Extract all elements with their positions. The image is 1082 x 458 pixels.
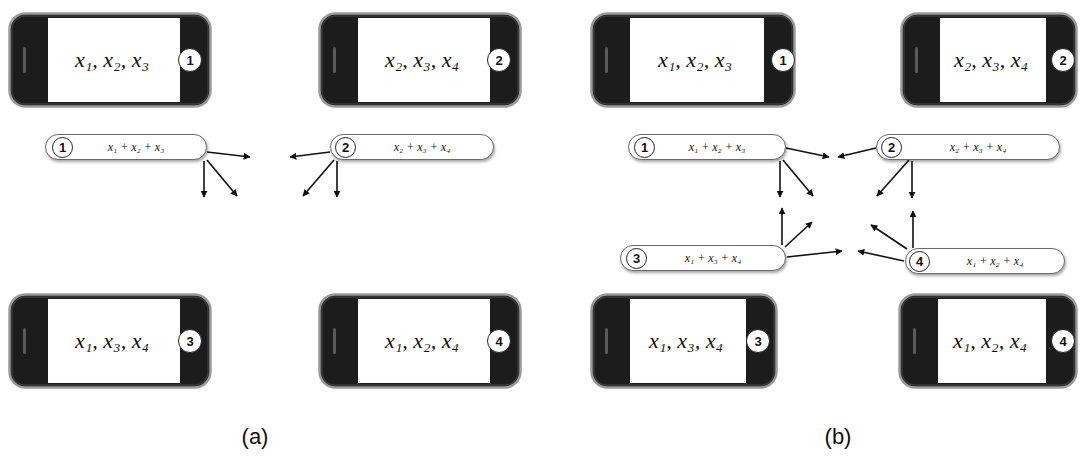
device-number: 4 [909,251,930,272]
arrow [781,208,783,245]
arrow [207,152,250,157]
coded-packet: x₁ + x₂ + x₃ [689,140,746,155]
stored-packets: x₁, x₂, x₃ [658,47,732,73]
panel-label-text: (b) [825,424,852,449]
number-label: 2 [342,140,349,155]
arrow [912,211,914,248]
device-number: 3 [626,248,647,269]
coded-packet: x₂ + x₃ + x₄ [394,140,451,155]
number-label: 1 [641,140,648,155]
number-label: 2 [1059,53,1066,68]
arrow [290,152,330,157]
phone: 3 x₁, x₃, x₄ [8,293,212,389]
arrow [911,161,913,198]
arrow [787,251,842,257]
phone: 4 x₁, x₂, x₄ [318,293,522,389]
coded-packet: x₂ + x₃ + x₄ [950,140,1007,155]
device-number: 4 [487,329,511,353]
message-bubble: 2 x₂ + x₃ + x₄ [876,134,1060,160]
phone: 4 x₁, x₂, x₄ [898,293,1078,389]
number-label: 2 [495,53,502,68]
message-bubble: 1 x₁ + x₂ + x₃ [628,134,786,160]
phone: 2 x₂, x₃, x₄ [318,12,522,108]
stored-packets: x₁, x₃, x₄ [649,328,723,354]
device-number: 1 [634,137,655,158]
number-label: 4 [916,254,923,269]
message-bubble: 2 x₂ + x₃ + x₄ [330,134,494,160]
device-number: 3 [746,329,770,353]
arrow [207,160,237,196]
message-bubble: 1 x₁ + x₂ + x₃ [45,134,207,160]
arrow [785,222,812,247]
device-number: 1 [52,137,73,158]
number-label: 4 [1059,334,1066,349]
number-label: 1 [186,53,193,68]
phone: 2 x₂, x₃, x₄ [900,12,1078,108]
panel-label: (b) [825,424,852,450]
arrow [858,251,904,261]
stored-packets: x₁, x₃, x₄ [75,328,149,354]
arrow [779,161,781,197]
device-number: 4 [1051,329,1075,353]
arrow [336,161,338,197]
arrow [203,161,205,197]
coded-packet: x₁ + x₃ + x₄ [685,251,742,266]
number-label: 1 [779,53,786,68]
number-label: 4 [495,334,502,349]
device-number: 2 [1051,48,1075,72]
message-bubble: 3 x₁ + x₃ + x₄ [620,245,786,271]
device-number: 1 [178,48,202,72]
arrow [303,160,334,196]
device-number: 2 [335,137,356,158]
phone: 1 x₁, x₂, x₃ [8,12,212,108]
arrow [786,148,829,157]
number-label: 1 [59,140,66,155]
stored-packets: x₁, x₂, x₄ [385,328,459,354]
device-number: 1 [771,48,795,72]
arrow [838,148,876,157]
coded-packet: x₁ + x₂ + x₃ [108,140,165,155]
arrow [871,225,907,249]
stored-packets: x₂, x₃, x₄ [385,47,459,73]
number-label: 3 [186,334,193,349]
message-bubble: 4 x₁ + x₂ + x₄ [905,248,1065,274]
panel-label: (a) [242,424,269,450]
stored-packets: x₁, x₂, x₃ [75,47,149,73]
phone: 1 x₁, x₂, x₃ [590,12,796,108]
phone: 3 x₁, x₃, x₄ [590,293,778,389]
arrow [783,160,813,196]
stored-packets: x₂, x₃, x₄ [954,47,1028,73]
number-label: 3 [633,251,640,266]
number-label: 3 [754,334,761,349]
arrow [877,160,909,196]
device-number: 2 [881,137,902,158]
number-label: 2 [888,140,895,155]
stored-packets: x₁, x₂, x₄ [953,328,1027,354]
device-number: 2 [487,48,511,72]
coded-packet: x₁ + x₂ + x₄ [967,254,1024,269]
device-number: 3 [178,329,202,353]
panel-label-text: (a) [242,424,269,449]
